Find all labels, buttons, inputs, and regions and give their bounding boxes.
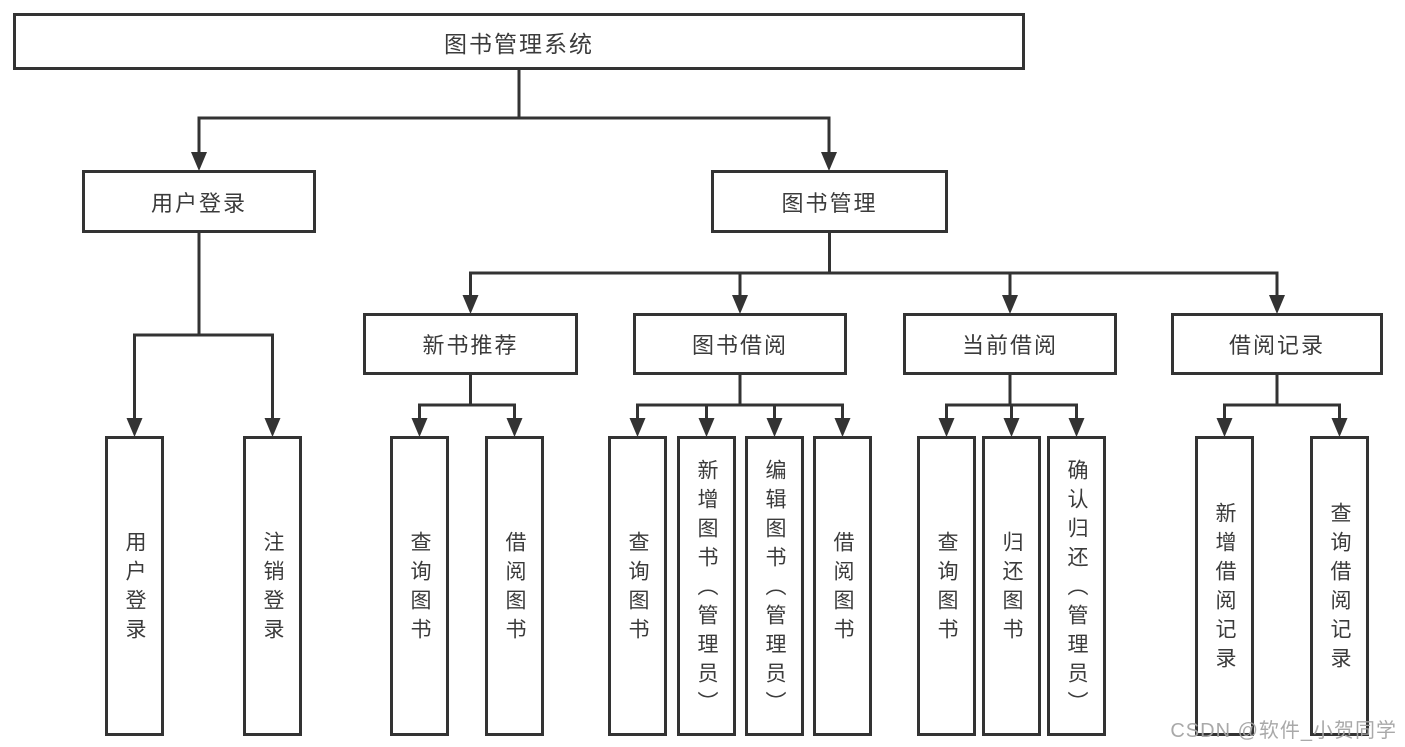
node-label: 图书管理: [781, 190, 878, 216]
node-label: 查询图书: [408, 531, 431, 647]
leaf-user-login: 用户登录: [105, 436, 164, 736]
leaf-query-books-borrow: 查询图书: [608, 436, 667, 736]
node-label: 编辑图书（管理员）: [763, 458, 786, 720]
node-label: 归还图书: [1000, 531, 1023, 647]
leaf-logout: 注销登录: [243, 436, 302, 736]
node-label: 查询图书: [935, 531, 958, 647]
node-root-system: 图书管理系统: [13, 13, 1025, 70]
leaf-edit-book-admin: 编辑图书（管理员）: [745, 436, 804, 736]
node-label: 当前借阅: [961, 333, 1058, 358]
node-label: 图书管理系统: [444, 30, 594, 57]
node-current-borrowing: 当前借阅: [903, 313, 1117, 375]
node-new-book-recommendation: 新书推荐: [363, 313, 578, 375]
node-label: 注销登录: [261, 531, 284, 647]
node-label: 用户登录: [150, 190, 247, 216]
node-label: 查询图书: [626, 531, 649, 647]
leaf-add-borrow-record: 新增借阅记录: [1195, 436, 1254, 736]
node-borrowing-records: 借阅记录: [1171, 313, 1383, 375]
node-book-borrowing: 图书借阅: [633, 313, 847, 375]
node-label: 新书推荐: [422, 333, 519, 358]
node-user-login: 用户登录: [82, 170, 316, 233]
node-label: 新增借阅记录: [1213, 502, 1236, 676]
node-label: 借阅图书: [831, 531, 854, 647]
leaf-query-books-recommend: 查询图书: [390, 436, 449, 736]
node-book-management: 图书管理: [711, 170, 948, 233]
node-label: 用户登录: [123, 531, 146, 647]
node-label: 借阅图书: [503, 531, 526, 647]
leaf-query-borrow-record: 查询借阅记录: [1310, 436, 1369, 736]
node-label: 借阅记录: [1228, 333, 1325, 358]
node-label: 图书借阅: [691, 333, 788, 358]
leaf-borrow-books-recommend: 借阅图书: [485, 436, 544, 736]
leaf-confirm-return-admin: 确认归还（管理员）: [1047, 436, 1106, 736]
csdn-watermark: CSDN @软件_小贺同学: [1170, 720, 1397, 742]
node-label: 确认归还（管理员）: [1065, 458, 1088, 720]
leaf-query-books-current: 查询图书: [917, 436, 976, 736]
leaf-add-book-admin: 新增图书（管理员）: [677, 436, 736, 736]
leaf-borrow-books: 借阅图书: [813, 436, 872, 736]
node-label: 新增图书（管理员）: [695, 458, 718, 720]
leaf-return-book: 归还图书: [982, 436, 1041, 736]
arrowhead-icons: [126, 152, 1348, 437]
node-label: 查询借阅记录: [1328, 502, 1351, 676]
